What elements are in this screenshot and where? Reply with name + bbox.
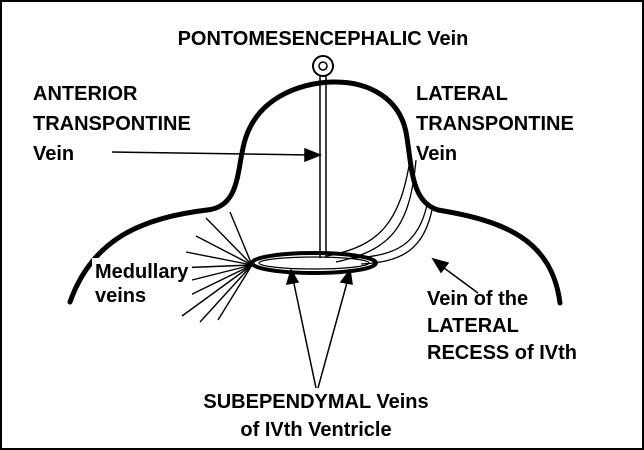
svg-text:Vein of the: Vein of the (427, 288, 528, 310)
lateral-recess-vein (353, 205, 433, 264)
svg-text:TRANSPONTINE: TRANSPONTINE (33, 113, 191, 135)
svg-text:LATERAL: LATERAL (427, 315, 519, 337)
svg-text:of IVth Ventricle: of IVth Ventricle (240, 419, 391, 441)
label-lateral-transpontine: LATERAL TRANSPONTINE Vein (416, 83, 574, 165)
lateral-transpontine-vein (327, 160, 416, 262)
label-lateral-recess: Vein of the LATERAL RECESS of IVth (427, 288, 577, 364)
svg-text:Vein: Vein (416, 143, 457, 165)
svg-text:TRANSPONTINE: TRANSPONTINE (416, 113, 574, 135)
label-medullary-veins: Medullary veins (92, 258, 192, 307)
svg-text:veins: veins (95, 285, 146, 307)
subependymal-ring (252, 253, 376, 273)
svg-text:ANTERIOR: ANTERIOR (33, 83, 138, 105)
label-pontomesencephalic: PONTOMESENCEPHALIC Vein (178, 28, 469, 50)
svg-text:SUBEPENDYMAL Veins: SUBEPENDYMAL Veins (203, 391, 428, 413)
svg-text:RECESS of IVth: RECESS of IVth (427, 342, 577, 364)
svg-text:Vein: Vein (33, 143, 74, 165)
svg-text:LATERAL: LATERAL (416, 83, 508, 105)
svg-text:Medullary: Medullary (95, 261, 189, 283)
label-subependymal: SUBEPENDYMAL Veins of IVth Ventricle (203, 391, 428, 441)
